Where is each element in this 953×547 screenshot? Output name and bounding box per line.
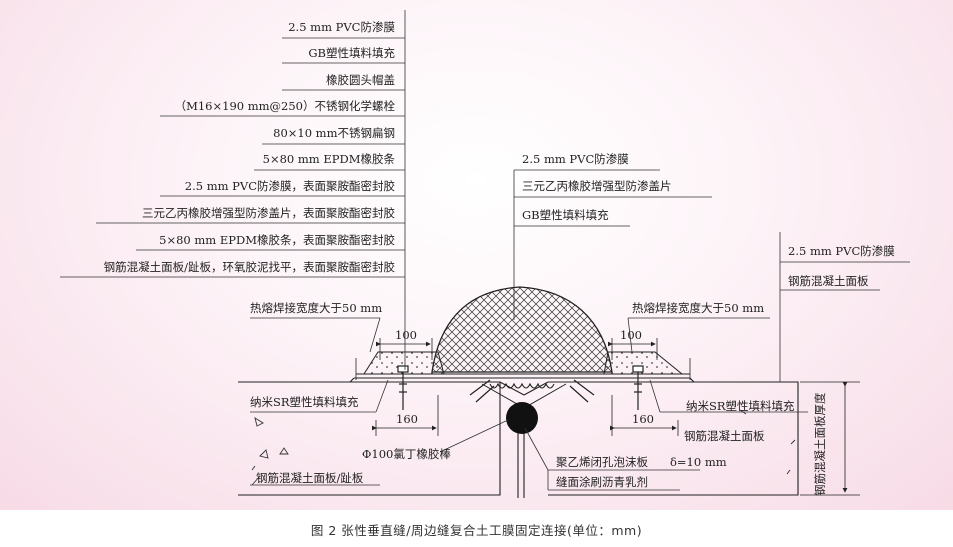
- label-left-0: 2.5 mm PVC防渗膜: [288, 20, 395, 34]
- label-left-5: 5×80 mm EPDM橡胶条: [263, 152, 396, 166]
- label-left-7: 三元乙丙橡胶增强型防渗盖片，表面聚胺酯密封胶: [142, 206, 395, 220]
- leader-lines: [60, 10, 910, 491]
- dim-160-right: 160: [632, 412, 654, 426]
- sr-label-right: 纳米SR塑性填料填充: [686, 399, 795, 413]
- dim-100-left: 100: [395, 328, 417, 342]
- label-center-0: 2.5 mm PVC防渗膜: [522, 152, 629, 166]
- figure-panel: [0, 0, 953, 510]
- label-left-8: 5×80 mm EPDM橡胶条，表面聚胺酯密封胶: [159, 233, 395, 247]
- slab-left-label: 钢筋混凝土面板/趾板: [256, 471, 364, 485]
- foam-board-label: 聚乙烯闭孔泡沫板: [556, 455, 648, 469]
- dim-100-right: 100: [620, 328, 642, 342]
- label-left-6: 2.5 mm PVC防渗膜，表面聚胺酯密封胶: [185, 179, 396, 193]
- weld-label-left: 热熔焊接宽度大于50 mm: [250, 301, 382, 315]
- label-left-4: 80×10 mm不锈钢扁钢: [273, 126, 395, 140]
- asphalt-label: 缝面涂刷沥青乳剂: [556, 475, 648, 489]
- figure-caption: 图 2 张性垂直缝/周边缝复合土工膜固定连接(单位：mm): [310, 523, 643, 538]
- label-left-1: GB塑性填料填充: [308, 46, 395, 60]
- dimension-lines: [355, 338, 860, 496]
- joint-diagram: 2.5 mm PVC防渗膜 GB塑性填料填充 橡胶圆头帽盖 （M16×190 m…: [60, 10, 910, 498]
- foam-delta-label: δ=10 mm: [670, 455, 727, 469]
- label-center-1: 三元乙丙橡胶增强型防渗盖片: [522, 179, 672, 193]
- label-left-3: （M16×190 mm@250）不锈钢化学螺栓: [175, 99, 396, 113]
- groove-membrane: [489, 382, 555, 389]
- label-right-0: 2.5 mm PVC防渗膜: [788, 244, 895, 258]
- thickness-label: 钢筋混凝土面板厚度: [813, 392, 827, 496]
- membrane-layers: [349, 373, 695, 383]
- label-center-2: GB塑性填料填充: [522, 208, 609, 222]
- label-right-1: 钢筋混凝土面板: [788, 274, 869, 288]
- plastic-filler-dome: [431, 286, 613, 373]
- label-left-9: 钢筋混凝土面板/趾板，环氧胶泥找平，表面聚胺酯密封胶: [104, 260, 396, 274]
- rubber-rod-label: Φ100氯丁橡胶棒: [362, 447, 451, 461]
- dim-160-left: 160: [396, 412, 418, 426]
- anchor-bolts: [397, 365, 644, 410]
- label-left-2: 橡胶圆头帽盖: [326, 73, 395, 87]
- sr-label-left: 纳米SR塑性填料填充: [250, 395, 359, 409]
- weld-label-right: 热熔焊接宽度大于50 mm: [632, 301, 764, 315]
- rubber-rod-icon: [506, 402, 538, 434]
- slab-right-label: 钢筋混凝土面板: [684, 429, 765, 443]
